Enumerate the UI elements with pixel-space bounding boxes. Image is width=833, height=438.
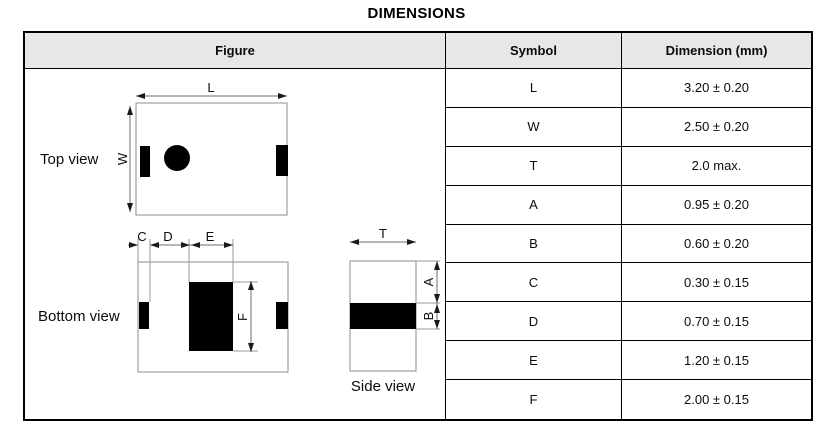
- page-title: DIMENSIONS: [367, 5, 466, 22]
- arrowhead: [434, 304, 440, 313]
- top-view-drawing: L W Top view: [40, 80, 288, 216]
- dimension-cell: 2.00 ± 0.15: [684, 392, 749, 408]
- symbol-cell: E: [446, 341, 622, 381]
- symbol-cell: W: [446, 107, 622, 147]
- arrowhead: [248, 343, 254, 352]
- side-view-label: Side view: [351, 378, 415, 395]
- arrowhead: [434, 320, 440, 329]
- figure-cell: L W Top view: [25, 69, 446, 419]
- symbol-cell: B: [446, 224, 622, 264]
- dim-label-l: L: [207, 80, 214, 95]
- arrowhead: [136, 93, 145, 99]
- arrowhead: [191, 242, 200, 248]
- arrowhead: [434, 294, 440, 303]
- arrowhead: [407, 239, 416, 245]
- dim-label-c: C: [137, 229, 146, 244]
- arrowhead: [127, 203, 133, 212]
- symbol-cell: F: [446, 380, 622, 419]
- dim-label-a: A: [421, 277, 436, 286]
- arrowhead: [129, 242, 138, 248]
- dimension-cell: 1.20 ± 0.15: [622, 341, 811, 381]
- dim-label-e: E: [206, 229, 215, 244]
- bottom-view-drawing: C D E F Bottom view: [38, 229, 289, 373]
- side-view-drawing: T A B Side view: [349, 226, 440, 395]
- symbol-cell: A: [446, 185, 622, 225]
- dim-label-w: W: [115, 152, 130, 165]
- column-header-figure: Figure: [25, 33, 446, 69]
- column-header-symbol: Symbol: [446, 33, 622, 69]
- dimension-cell: 0.30 ± 0.15: [622, 263, 811, 303]
- arrowhead: [350, 239, 359, 245]
- arrowhead: [181, 242, 190, 248]
- dimensions-table: Figure Symbol Dimension (mm) L W: [23, 31, 813, 421]
- top-left-terminal: [140, 146, 150, 177]
- symbol-cell: T: [446, 146, 622, 186]
- package-drawing: L W Top view: [38, 80, 440, 395]
- dimension-cell: 0.60 ± 0.20: [622, 225, 811, 264]
- arrowhead: [150, 242, 159, 248]
- bottom-view-label: Bottom view: [38, 308, 120, 325]
- arrowhead: [248, 281, 254, 290]
- dimension-cell: 3.20 ± 0.20: [622, 69, 811, 108]
- arrowhead: [278, 93, 287, 99]
- arrowhead: [434, 261, 440, 270]
- dim-label-f: F: [235, 313, 250, 321]
- symbol-cell: L: [446, 69, 622, 108]
- arrowhead: [224, 242, 233, 248]
- bottom-right-pad: [276, 302, 288, 329]
- symbol-cell: D: [446, 302, 622, 342]
- column-header-dimension: Dimension (mm): [622, 33, 811, 69]
- dimension-cell: 0.95 ± 0.20: [622, 186, 811, 225]
- top-right-terminal: [276, 145, 288, 176]
- top-view-label: Top view: [40, 151, 99, 168]
- dim-label-b: B: [421, 312, 436, 321]
- dim-label-d: D: [163, 229, 172, 244]
- bottom-left-pad: [139, 302, 149, 329]
- dim-label-t: T: [379, 226, 387, 241]
- arrowhead: [127, 106, 133, 115]
- dimension-cell: 2.50 ± 0.20: [622, 108, 811, 147]
- side-terminal-band: [350, 303, 416, 329]
- dimension-cell: 2.0 max.: [622, 147, 811, 186]
- dimension-cell: 0.70 ± 0.15: [622, 302, 811, 342]
- symbol-cell: C: [446, 263, 622, 303]
- polarity-mark: [164, 145, 190, 171]
- bottom-center-pad: [189, 282, 233, 351]
